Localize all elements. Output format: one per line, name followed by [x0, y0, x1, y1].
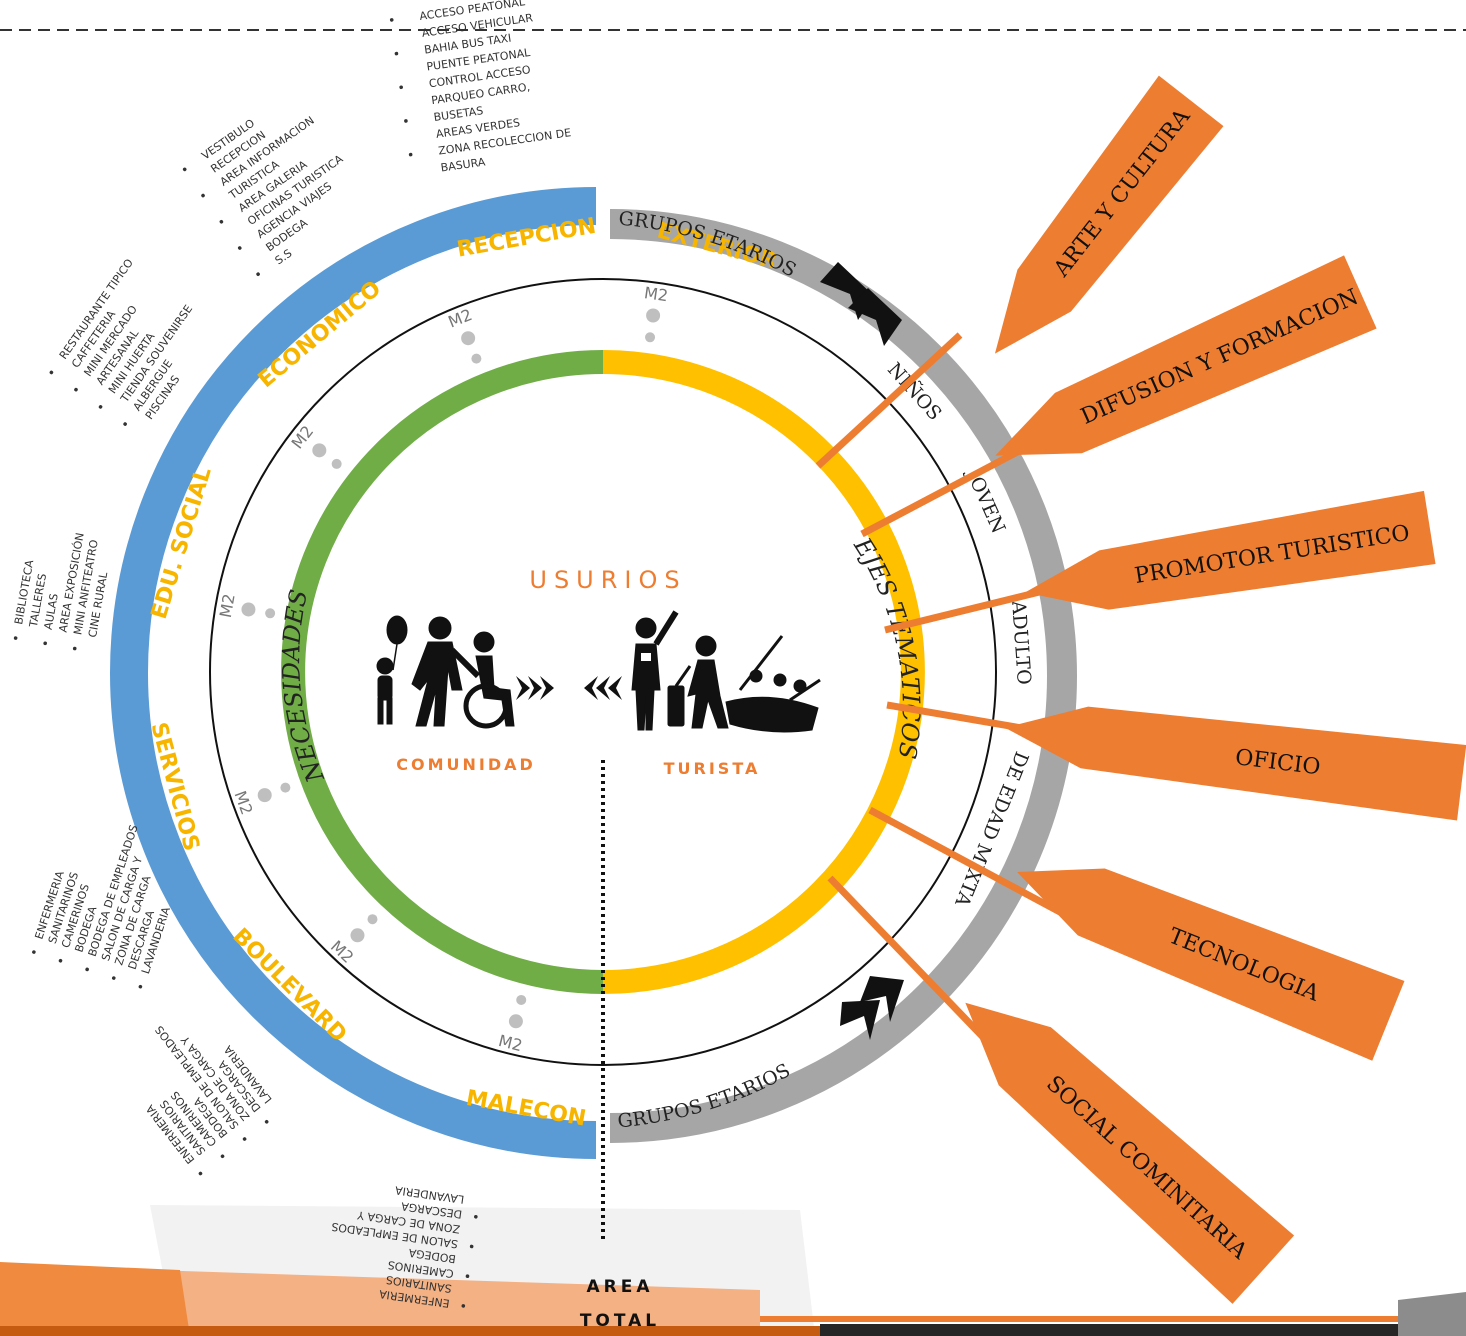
axis-connector: [868, 806, 1062, 916]
double-chevron-left-icon: [584, 676, 622, 700]
bullet-dot: [123, 422, 127, 426]
m2-label: M2: [288, 422, 318, 453]
center-title: USURIOS: [529, 566, 686, 594]
bullet-dot: [465, 1274, 470, 1279]
m2-label: M2: [643, 283, 669, 305]
bullet-dot: [58, 958, 63, 963]
m2-dot: [241, 602, 256, 617]
bullet-dot: [242, 1137, 247, 1141]
bullet-dot: [220, 1154, 225, 1159]
axis-banner-4: TECNOLOGIA: [1017, 868, 1405, 1061]
list-item: BUSETAS: [433, 104, 484, 124]
bullet-dot: [198, 1171, 203, 1176]
bullet-dot: [404, 119, 408, 123]
axis-connector: [815, 332, 963, 469]
ejes-ring: [602, 350, 925, 994]
total-label: TOTAL: [580, 1311, 660, 1331]
bottom-orange-band: [0, 1262, 190, 1336]
bullet-dot: [219, 219, 224, 224]
axis-banner-2: PROMOTOR TURISTICO: [1024, 490, 1436, 610]
bullet-dot: [72, 646, 77, 651]
m2-dot: [350, 928, 365, 943]
bullet-dot: [256, 272, 260, 276]
bullet-dot: [394, 51, 399, 56]
m2-dot: [461, 331, 476, 346]
m2-dot: [280, 782, 291, 793]
bullet-dot: [461, 1304, 466, 1308]
area-label: AREA: [586, 1277, 653, 1297]
bullet-dot: [13, 636, 18, 640]
list-item: BASURA: [440, 155, 487, 174]
bullet-dot: [74, 387, 78, 392]
axis-banner-shape: [1004, 706, 1466, 821]
m2-label: M2: [445, 305, 474, 332]
m2-label: M2: [231, 788, 257, 817]
bottom-peach-band: [0, 1265, 760, 1336]
axis-banner-shape: [995, 255, 1377, 456]
bullet-dot: [49, 370, 54, 375]
bullet-dot: [264, 1119, 269, 1124]
bullet-dot: [399, 85, 403, 90]
item-list-4: ENFERMERIASANITARINOSCAMERINOSBODEGABODE…: [32, 823, 173, 989]
bullet-dot: [98, 405, 103, 409]
m2-dot: [257, 788, 272, 803]
axis-banner-shape: [1017, 868, 1405, 1061]
comunidad-label: COMUNIDAD: [396, 755, 536, 774]
bullet-dot: [474, 1214, 478, 1219]
m2-dot: [645, 332, 656, 343]
chevron-bottom-icon: [840, 976, 904, 1040]
axis-connector: [827, 875, 1008, 1063]
axis-label-5: SOCIAL COMINITARIA: [1041, 1071, 1252, 1265]
bottom-dark-strip: [820, 1324, 1420, 1336]
m2-dot: [367, 914, 378, 925]
bullet-dot: [201, 193, 205, 198]
axis-banner-5: SOCIAL COMINITARIA: [965, 1002, 1295, 1304]
bottom-grey-corner: [1398, 1292, 1466, 1336]
bullet-dot: [469, 1244, 474, 1249]
bullet-dot: [237, 246, 242, 250]
bullet-dot: [408, 152, 413, 157]
age-group-2: ADULTO: [1007, 599, 1035, 686]
chevron-top-icon: [820, 262, 902, 346]
turista-label: TURISTA: [664, 759, 761, 778]
blue-ring: [110, 187, 597, 1159]
bullet-dot: [138, 984, 143, 989]
item-list-5: ENFERMERIASANITARIOSCAMERINOSBODEGASALON…: [143, 1023, 275, 1176]
bullet-dot: [389, 18, 394, 22]
ejes-label: EJES TEMATICOS: [848, 532, 925, 761]
m2-dot: [508, 1014, 523, 1029]
bottom-rust-strip: [0, 1326, 1466, 1336]
axis-banner-shape: [994, 75, 1224, 354]
necesidades-label: NECESIDADES: [277, 587, 330, 787]
m2-dot: [265, 608, 276, 619]
black-circle: [209, 278, 997, 1066]
tourist-people-icon: [631, 610, 821, 733]
m2-dot: [312, 443, 327, 458]
m2-label: M2: [216, 592, 239, 619]
axis-banner-3: OFICIO: [1004, 706, 1466, 821]
m2-dot: [516, 994, 527, 1005]
bullet-dot: [111, 976, 116, 980]
axis-label-1: DIFUSION Y FORMACION: [1077, 285, 1362, 430]
axis-banner-shape: [1024, 490, 1436, 610]
bullet-dot: [32, 950, 36, 954]
bottom-orange-line: [760, 1316, 1400, 1322]
double-chevron-right-icon: [516, 676, 554, 700]
bullet-dot: [182, 167, 187, 172]
community-people-icon: [376, 615, 515, 729]
bullet-dot: [43, 641, 47, 646]
m2-label: M2: [327, 937, 357, 967]
axis-banner-shape: [965, 1002, 1295, 1304]
necesidades-ring: [281, 350, 604, 994]
axis-connector: [860, 436, 1042, 538]
list-item: AULAS: [42, 593, 61, 631]
m2-dot: [331, 458, 342, 469]
bullet-dot: [85, 967, 89, 972]
m2-dot: [471, 353, 482, 364]
m2-dot: [646, 308, 661, 323]
